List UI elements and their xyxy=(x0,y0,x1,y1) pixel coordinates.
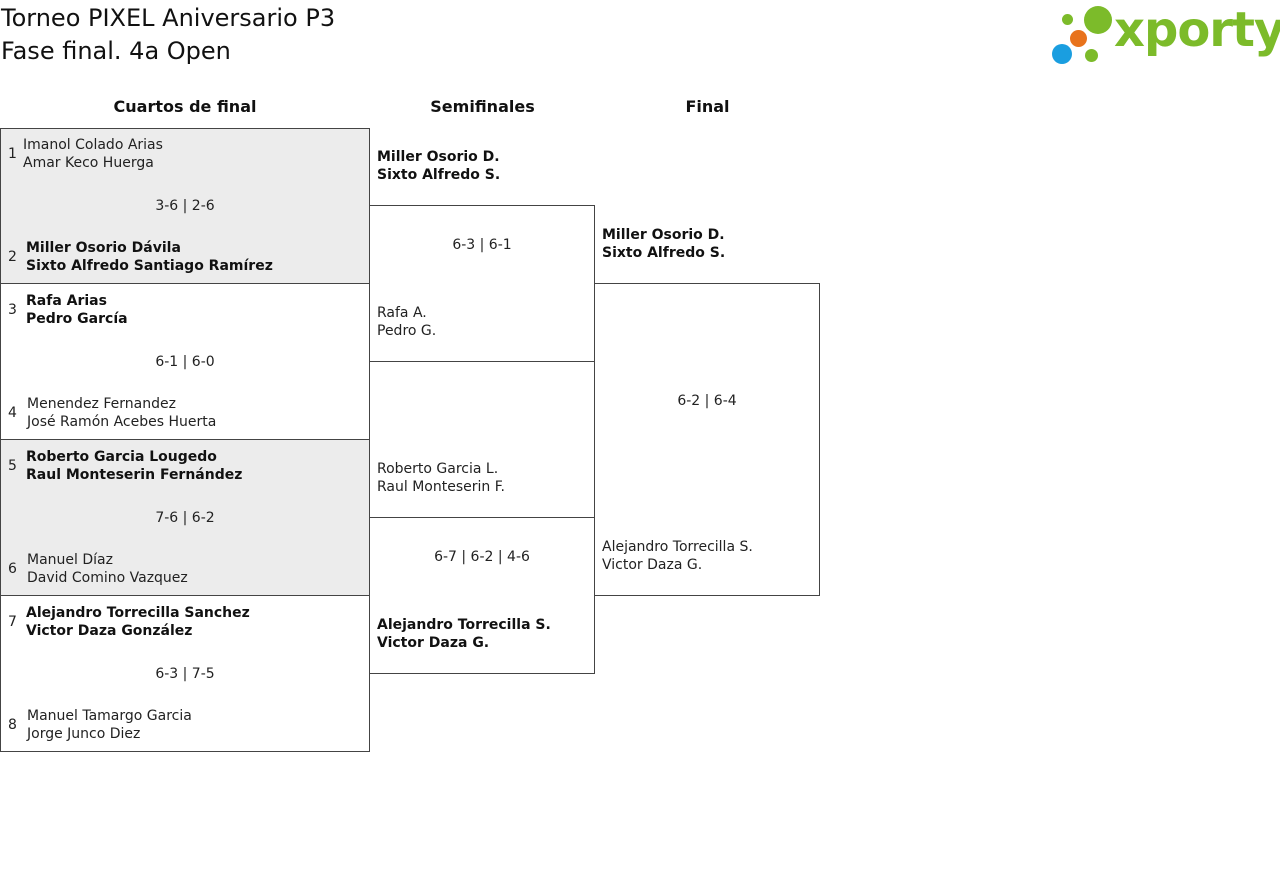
semifinal-2-team-bottom: Alejandro Torrecilla S. Victor Daza G. xyxy=(377,616,551,652)
player-name: Manuel Tamargo Garcia xyxy=(27,708,192,724)
player-name: Rafa Arias xyxy=(26,293,107,309)
team-pair-bottom: Menendez Fernandez José Ramón Acebes Hue… xyxy=(27,395,216,431)
seed-number: 2 xyxy=(8,249,17,265)
player-name: Raul Monteserin F. xyxy=(377,479,505,495)
semifinal-match-2: 6-7 | 6-2 | 4-6 Alejandro Torrecilla S. … xyxy=(369,517,595,674)
seed-number: 5 xyxy=(8,458,17,474)
player-name: Pedro García xyxy=(26,311,128,327)
seed-number: 3 xyxy=(8,302,17,318)
team-pair-top: Rafa Arias Pedro García xyxy=(26,292,128,328)
player-name: Sixto Alfredo Santiago Ramírez xyxy=(26,258,273,274)
player-name: Sixto Alfredo S. xyxy=(602,245,726,261)
quarterfinal-match-4: 7 Alejandro Torrecilla Sanchez Victor Da… xyxy=(0,595,370,752)
seed-number: 7 xyxy=(8,614,17,630)
quarterfinal-match-2: 3 Rafa Arias Pedro García 6-1 | 6-0 4 Me… xyxy=(0,283,370,440)
player-name: Sixto Alfredo S. xyxy=(377,167,501,183)
team-pair-top: Imanol Colado Arias Amar Keco Huerga xyxy=(23,136,163,172)
player-name: Roberto Garcia L. xyxy=(377,461,499,477)
logo-dot-green-small xyxy=(1062,14,1073,25)
final-team-bottom: Alejandro Torrecilla S. Victor Daza G. xyxy=(602,538,753,574)
title-line-2: Fase final. 4a Open xyxy=(1,37,231,65)
match-score: 6-3 | 6-1 xyxy=(452,237,512,253)
match-score: 6-2 | 6-4 xyxy=(677,393,737,409)
player-name: Victor Daza González xyxy=(26,623,193,639)
round-header-semifinals: Semifinales xyxy=(430,97,535,116)
semifinal-1-team-top: Miller Osorio D. Sixto Alfredo S. xyxy=(377,148,500,184)
seed-number: 8 xyxy=(8,717,17,733)
player-name: Imanol Colado Arias xyxy=(23,137,163,153)
team-pair-bottom: Manuel Díaz David Comino Vazquez xyxy=(27,551,188,587)
player-name: Alejandro Torrecilla Sanchez xyxy=(26,605,250,621)
player-name: Manuel Díaz xyxy=(27,552,113,568)
seed-number: 6 xyxy=(8,561,17,577)
semifinal-match-1: 6-3 | 6-1 Rafa A. Pedro G. xyxy=(369,205,595,362)
logo-dot-green-bottom xyxy=(1085,49,1098,62)
final-team-top: Miller Osorio D. Sixto Alfredo S. xyxy=(602,226,725,262)
logo-wordmark: xporty xyxy=(1114,2,1280,58)
team-pair-bottom: Miller Osorio Dávila Sixto Alfredo Santi… xyxy=(26,239,273,275)
team-pair-bottom: Manuel Tamargo Garcia Jorge Junco Diez xyxy=(27,707,192,743)
final-match: 6-2 | 6-4 Alejandro Torrecilla S. Victor… xyxy=(594,283,820,596)
round-header-final: Final xyxy=(685,97,730,116)
match-score: 6-3 | 7-5 xyxy=(155,666,215,682)
player-name: Amar Keco Huerga xyxy=(23,155,154,171)
player-name: Alejandro Torrecilla S. xyxy=(602,539,753,555)
team-pair-top: Alejandro Torrecilla Sanchez Victor Daza… xyxy=(26,604,250,640)
round-header-quarterfinals: Cuartos de final xyxy=(113,97,257,116)
player-name: Raul Monteserin Fernández xyxy=(26,467,243,483)
player-name: Rafa A. xyxy=(377,305,427,321)
player-name: Victor Daza G. xyxy=(602,557,703,573)
player-name: David Comino Vazquez xyxy=(27,570,188,586)
match-score: 6-1 | 6-0 xyxy=(155,354,215,370)
player-name: Alejandro Torrecilla S. xyxy=(377,617,551,633)
seed-number: 1 xyxy=(8,146,17,162)
logo-dot-orange xyxy=(1070,30,1087,47)
match-score: 7-6 | 6-2 xyxy=(155,510,215,526)
quarterfinal-match-3: 5 Roberto Garcia Lougedo Raul Monteserin… xyxy=(0,439,370,596)
xporty-logo: xporty xyxy=(1050,2,1280,66)
team-pair-top: Roberto Garcia Lougedo Raul Monteserin F… xyxy=(26,448,242,484)
player-name: Pedro G. xyxy=(377,323,437,339)
semifinal-2-team-top: Roberto Garcia L. Raul Monteserin F. xyxy=(377,460,505,496)
logo-dot-blue xyxy=(1052,44,1072,64)
match-score: 3-6 | 2-6 xyxy=(155,198,215,214)
title-line-1: Torneo PIXEL Aniversario P3 xyxy=(1,4,336,32)
quarterfinal-match-1: 1 Imanol Colado Arias Amar Keco Huerga 3… xyxy=(0,128,370,284)
player-name: Miller Osorio D. xyxy=(602,227,725,243)
page-title: Torneo PIXEL Aniversario P3 Fase final. … xyxy=(1,2,335,68)
seed-number: 4 xyxy=(8,405,17,421)
player-name: Jorge Junco Diez xyxy=(27,726,141,742)
player-name: José Ramón Acebes Huerta xyxy=(27,414,217,430)
match-score: 6-7 | 6-2 | 4-6 xyxy=(434,549,530,565)
player-name: Miller Osorio D. xyxy=(377,149,500,165)
logo-dot-green-large xyxy=(1084,6,1112,34)
player-name: Roberto Garcia Lougedo xyxy=(26,449,217,465)
player-name: Victor Daza G. xyxy=(377,635,490,651)
semifinal-1-team-bottom: Rafa A. Pedro G. xyxy=(377,304,436,340)
player-name: Miller Osorio Dávila xyxy=(26,240,181,256)
player-name: Menendez Fernandez xyxy=(27,396,176,412)
